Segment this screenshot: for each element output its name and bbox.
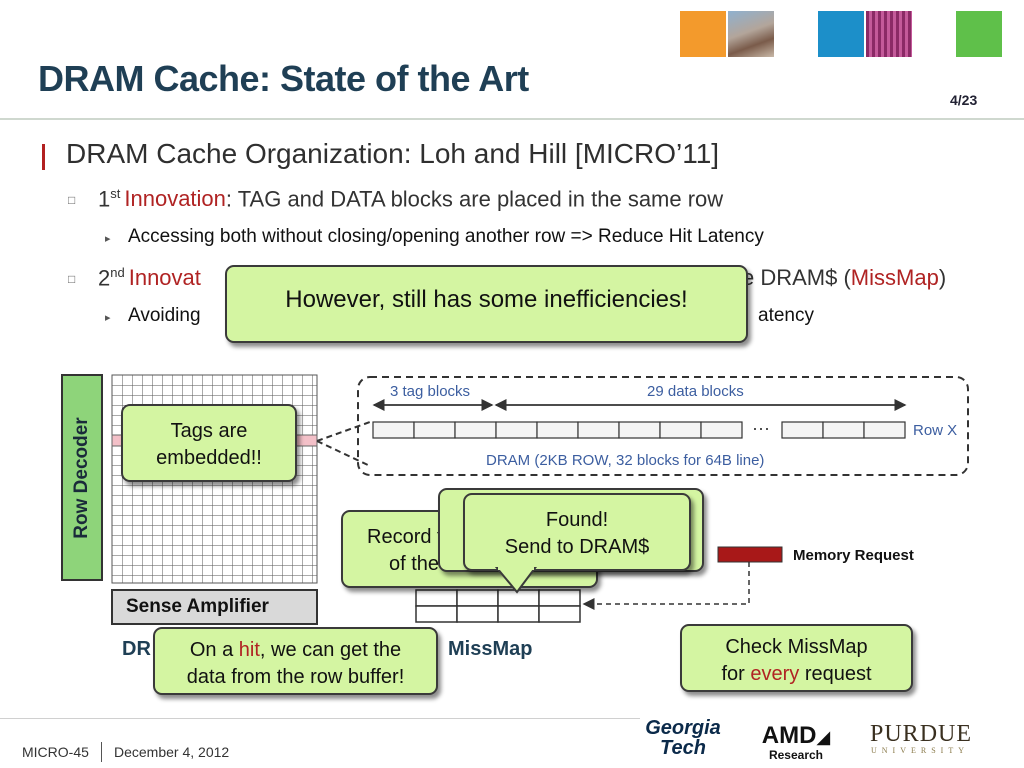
square-bullet-icon: □ [68,193,76,207]
check-post: request [799,663,872,685]
section-heading: DRAM Cache Organization: Loh and Hill [M… [66,138,720,169]
bullet-2-tail: e DRAM$ (MissMap) [742,265,946,291]
memory-request-block [717,546,783,563]
record-line1: Record th [367,526,454,548]
row-decoder [61,374,103,581]
chip-square-icon [866,11,912,57]
check-pre: for [721,663,751,685]
row-decoder-label: Row Decoder [71,417,92,539]
bullet-1-red: Innovation [124,186,226,212]
found-callout-tail [495,566,537,594]
amd-logo-sub: Research [768,748,824,762]
photo-square-icon [728,11,774,57]
tag-blocks-label: 3 tag blocks [390,383,471,400]
purdue-logo-sub: UNIVERSITY [871,746,969,755]
orange-square-icon [680,11,726,57]
purdue-logo-text: PURDUE [870,721,973,747]
slide-title: DRAM Cache: State of the Art [38,58,529,99]
amd-logo-text: AMD [761,722,817,749]
dram-label-partial: DR [122,638,151,660]
purdue-logo: PURDUE UNIVERSITY [870,721,973,755]
blue-square-icon [818,11,864,57]
check-line1: Check MissMap [725,636,868,658]
title-divider [0,118,1024,120]
sense-amplifier [111,589,318,625]
bullet-1-text: : TAG and DATA blocks are placed in the … [225,186,724,212]
missmap-label: MissMap [448,638,533,660]
bullet-2-number: 2 [98,265,111,291]
tags-embedded-callout: Tags are embedded!! [121,404,297,482]
inefficiencies-text: However, still has some inefficiencies! [285,286,688,313]
hit-post: , we can get the [259,639,402,661]
hit-line1: On a hit, we can get the [155,637,436,664]
square-bullet-icon: □ [68,272,76,286]
row-cells [372,421,906,439]
amd-arrow-icon: ◢ [816,727,831,747]
row-detail-box [357,376,969,476]
hit-pre: On a [189,639,239,661]
bullet-2-tail-post: ) [938,265,947,290]
inefficiencies-callout: However, still has some inefficiencies! [225,265,748,343]
tags-embedded-line2: embedded!! [156,447,262,469]
page-number: 4/23 [950,92,978,108]
found-callout: Found! Send to DRAM$ [463,493,691,571]
bullet-2-tail-red: MissMap [850,265,939,290]
green-square-icon [956,11,1002,57]
sub-bullet-2-start: Avoiding [128,305,201,326]
tags-embedded-line1: Tags are [170,420,248,442]
georgia-tech-logo: Georgia Tech [636,718,730,758]
georgia-tech-logo-line2: Tech [660,737,706,759]
row-x-label: Row X [913,422,958,439]
bullet-1-number: 1 [98,186,111,212]
georgia-tech-logo-line1: Georgia [645,717,721,739]
hit-line2: data from the row buffer! [186,666,405,688]
hit-callout: On a hit, we can get the data from the r… [153,627,438,695]
found-line2: Send to DRAM$ [504,536,650,558]
sense-amplifier-label: Sense Amplifier [126,596,269,617]
ellipsis-label: ··· [752,418,770,438]
bullet-2-red: Innovat [128,265,201,291]
bullet-2-tail-pre: e DRAM$ ( [742,265,851,290]
footer-divider [0,718,640,719]
check-line2: for every request [682,661,911,688]
footer-date: December 4, 2012 [114,744,230,760]
dram-row-description: DRAM (2KB ROW, 32 blocks for 64B line) [486,452,765,469]
check-red: every [750,663,800,685]
bullet-1-sup: st [110,186,121,201]
missmap-table [415,589,581,623]
found-line1: Found! [545,509,609,531]
bullet-2-sup: nd [110,265,125,280]
sub-bullet-2-end: atency [758,305,814,326]
heading-bar [42,144,45,170]
triangle-bullet-icon: ▸ [105,233,111,245]
footer-conference: MICRO-45 [22,744,89,760]
sub-bullet-1: Accessing both without closing/opening a… [128,226,764,247]
data-blocks-label: 29 data blocks [647,383,744,400]
check-missmap-callout: Check MissMap for every request [680,624,913,692]
amd-research-logo: AMD◢ Research [750,722,842,762]
hit-red: hit [238,639,260,661]
footer-separator [101,742,102,762]
memory-request-label: Memory Request [793,547,914,564]
triangle-bullet-icon: ▸ [105,312,111,324]
